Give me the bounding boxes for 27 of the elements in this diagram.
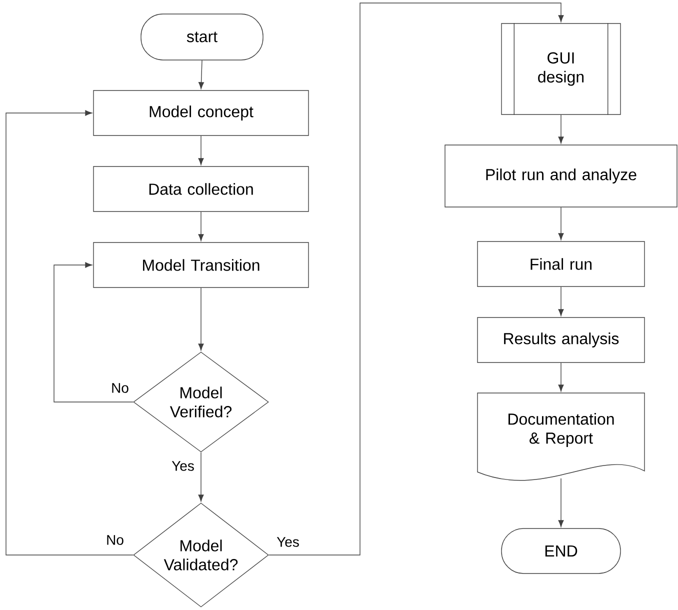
arrow [198, 452, 204, 502]
subprocess-box: GUI design [501, 22, 621, 116]
edge-label: Yes [276, 536, 300, 548]
terminal-box: END [501, 528, 621, 574]
process-box: Data collection [93, 166, 309, 212]
arrow [198, 60, 204, 90]
process-box: Model Transition [93, 242, 309, 288]
arrow [198, 288, 204, 351]
arrow [54, 262, 134, 402]
edge-label: Yes [170, 460, 196, 472]
process-box: Results analysis [477, 317, 645, 363]
arrow [558, 286, 564, 316]
arrow [268, 2, 564, 556]
arrow [558, 207, 564, 240]
process-box: Pilot run and analyze [444, 144, 678, 208]
process-box: Final run [477, 241, 645, 287]
arrow [6, 110, 134, 556]
edge-label: No [110, 382, 130, 394]
document-box: Documentation & Report [477, 392, 645, 481]
terminal-box: start [140, 14, 264, 60]
arrow [558, 362, 564, 392]
arrow [558, 478, 564, 528]
arrow [198, 212, 204, 242]
edge-label: No [105, 534, 125, 546]
arrow [198, 136, 204, 166]
arrow [558, 114, 564, 144]
process-box: Model concept [93, 90, 309, 136]
